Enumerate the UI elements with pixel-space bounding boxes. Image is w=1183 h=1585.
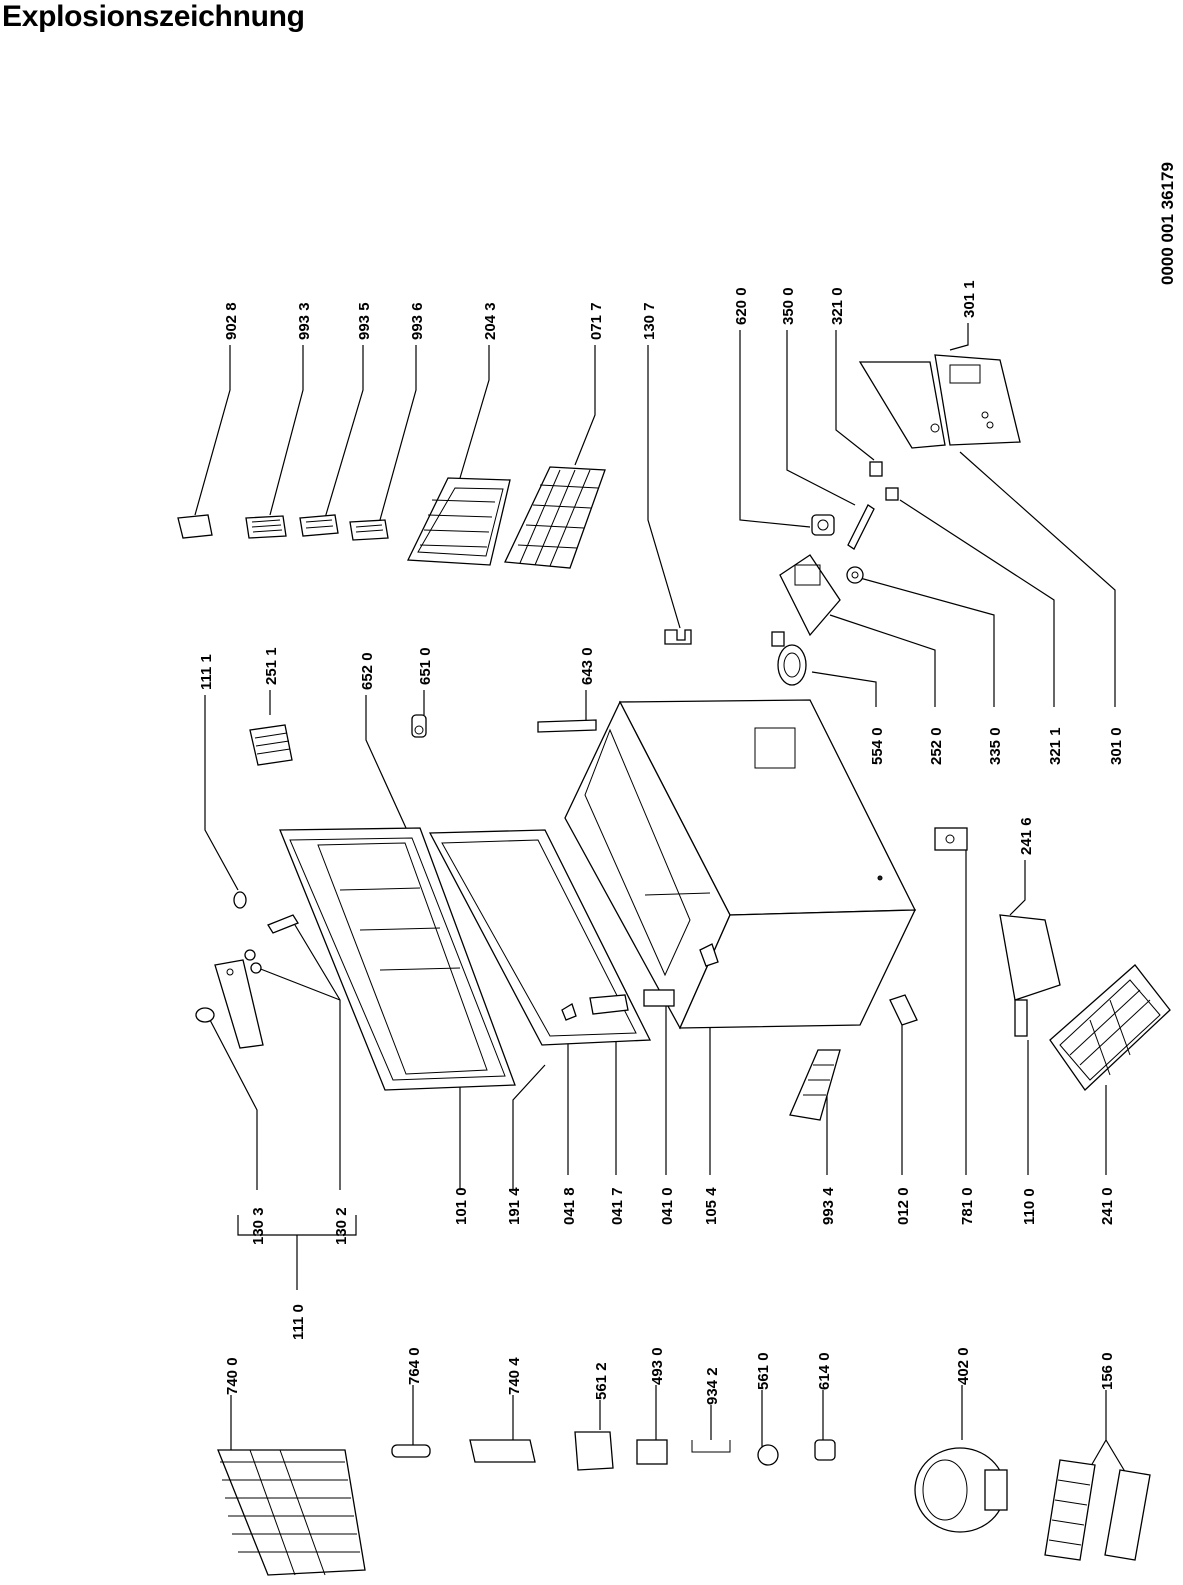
label-130-3: 130 3 <box>250 1207 267 1245</box>
part-105-4-clip <box>699 943 719 967</box>
label-651-0: 651 0 <box>417 647 434 685</box>
part-993-3-filter <box>245 515 287 539</box>
label-105-4: 105 4 <box>703 1187 720 1225</box>
part-252-0-thermostat-housing <box>779 554 841 637</box>
part-764-0-drier <box>391 1444 431 1458</box>
part-993-5-filter <box>299 514 339 537</box>
part-lid-101-0 <box>279 827 516 1091</box>
label-902-8: 902 8 <box>223 302 240 340</box>
part-241-0-basket <box>1049 964 1171 1091</box>
part-number-labels: 902 8 993 3 993 5 993 6 204 3 071 7 130 … <box>198 280 1125 1405</box>
part-614-0-grommet <box>814 1439 836 1461</box>
part-740-0-condenser <box>217 1449 366 1576</box>
part-993-6-filter <box>349 519 389 541</box>
label-130-2: 130 2 <box>333 1207 350 1245</box>
part-130-7-hinge <box>664 629 692 645</box>
label-191-4: 191 4 <box>506 1187 523 1225</box>
part-hinge-keys <box>244 914 299 974</box>
label-041-7: 041 7 <box>609 1187 626 1225</box>
label-993-3: 993 3 <box>296 302 313 340</box>
label-101-0: 101 0 <box>453 1187 470 1225</box>
label-554-0: 554 0 <box>869 727 886 765</box>
part-041-0-hinge-block <box>643 989 675 1007</box>
part-130-3-hinge <box>195 1007 215 1023</box>
label-335-0: 335 0 <box>987 727 1004 765</box>
label-993-5: 993 5 <box>356 302 373 340</box>
part-902-8-pad <box>177 514 213 539</box>
label-321-0: 321 0 <box>829 287 846 325</box>
label-204-3: 204 3 <box>482 302 499 340</box>
label-652-0: 652 0 <box>359 652 376 690</box>
part-554-0-spring <box>771 631 807 686</box>
part-111-1-ring <box>233 891 247 909</box>
part-561-2-relay <box>574 1431 614 1471</box>
label-561-0: 561 0 <box>755 1352 772 1390</box>
part-012-0-hinge <box>889 994 918 1026</box>
part-934-2-wire <box>691 1440 731 1453</box>
label-781-0: 781 0 <box>959 1187 976 1225</box>
part-493-0-cover <box>636 1439 668 1465</box>
part-643-0-strip <box>537 719 597 733</box>
label-321-1: 321 1 <box>1047 727 1064 765</box>
label-041-0: 041 0 <box>659 1187 676 1225</box>
part-041-8-clip <box>561 1003 577 1021</box>
part-321-1-clip <box>885 487 899 501</box>
part-781-0-plate <box>934 827 968 851</box>
part-241-6-divider <box>999 914 1061 1001</box>
label-071-7: 071 7 <box>588 302 605 340</box>
label-130-7: 130 7 <box>641 302 658 340</box>
part-620-0-thermostat <box>811 514 835 536</box>
label-993-4: 993 4 <box>820 1187 837 1225</box>
leader-lines <box>194 323 1131 1486</box>
label-111-1: 111 1 <box>198 654 215 690</box>
label-041-8: 041 8 <box>561 1187 578 1225</box>
label-301-1: 301 1 <box>961 280 978 318</box>
label-156-0: 156 0 <box>1099 1352 1116 1390</box>
part-561-0-capacitor <box>757 1444 779 1466</box>
part-cabinet-body <box>564 699 917 1030</box>
label-993-6: 993 6 <box>409 302 426 340</box>
label-012-0: 012 0 <box>895 1187 912 1225</box>
label-251-1: 251 1 <box>263 647 280 685</box>
label-402-0: 402 0 <box>955 1347 972 1385</box>
label-241-6: 241 6 <box>1018 817 1035 855</box>
part-740-4-bracket <box>469 1439 536 1463</box>
part-993-4-basket-tray <box>789 1049 841 1121</box>
label-740-0: 740 0 <box>224 1357 241 1395</box>
label-561-2: 561 2 <box>593 1362 610 1400</box>
label-111-0: 111 0 <box>290 1304 307 1340</box>
label-643-0: 643 0 <box>579 647 596 685</box>
part-335-0-knob <box>846 566 864 584</box>
label-740-4: 740 4 <box>506 1357 523 1395</box>
part-402-0-compressor <box>914 1447 1008 1533</box>
part-110-0-latch <box>1014 999 1028 1037</box>
label-241-0: 241 0 <box>1099 1187 1116 1225</box>
part-071-7-grid-shelf <box>504 466 606 569</box>
part-204-3-grille <box>406 477 511 566</box>
label-301-0: 301 0 <box>1108 727 1125 765</box>
part-321-0-clip <box>869 461 883 477</box>
part-350-0-lamp <box>847 504 875 550</box>
part-301-1-control-panel <box>858 354 1021 449</box>
part-651-0-lock <box>411 714 427 738</box>
label-350-0: 350 0 <box>780 287 797 325</box>
label-252-0: 252 0 <box>928 727 945 765</box>
label-764-0: 764 0 <box>406 1347 423 1385</box>
part-130-2-hinge <box>214 959 264 1049</box>
label-614-0: 614 0 <box>816 1352 833 1390</box>
label-934-2: 934 2 <box>704 1367 721 1405</box>
label-493-0: 493 0 <box>649 1347 666 1385</box>
label-620-0: 620 0 <box>733 287 750 325</box>
part-156-0-tray-set <box>1044 1459 1151 1561</box>
label-110-0: 110 0 <box>1021 1188 1038 1225</box>
part-gasket-191-4 <box>428 829 652 1046</box>
part-251-1-heater <box>249 724 293 766</box>
part-041-7-bracket <box>589 994 629 1015</box>
drawing-title: Explosionszeichnung <box>2 0 305 33</box>
